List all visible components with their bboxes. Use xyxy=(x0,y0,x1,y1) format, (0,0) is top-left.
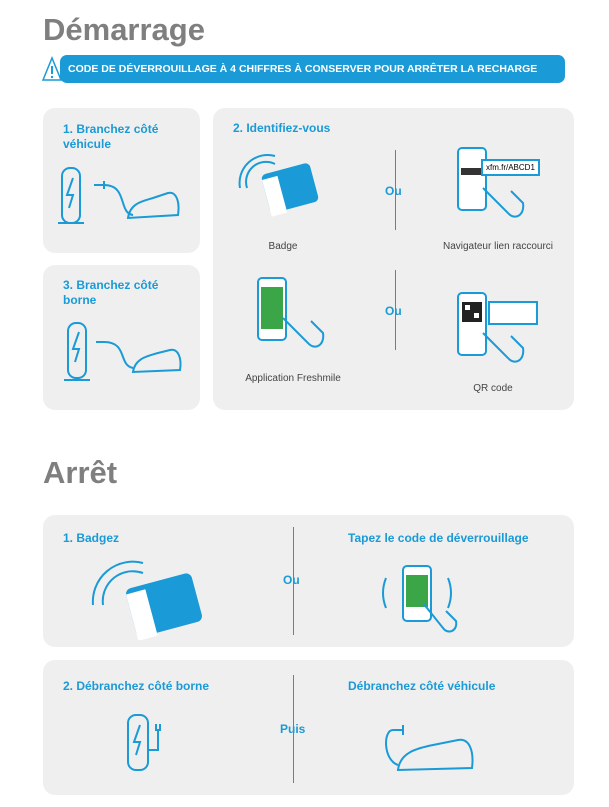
stop-step-unplug: 2. Débranchez côté borne Puis Débranchez… xyxy=(43,660,574,795)
option-browser: Navigateur lien raccourci xyxy=(442,241,554,252)
stop-title: Arrêt xyxy=(43,455,118,490)
badge-card-icon xyxy=(91,560,202,640)
keypad-code-label: Tapez le code de déverrouillage xyxy=(348,531,529,545)
step-label: 2. Débranchez côté borne xyxy=(63,679,210,693)
step-plug-vehicle: 1. Branchez côté véhicule xyxy=(43,108,200,253)
then-label: Puis xyxy=(280,722,306,736)
step-label: 2. Identifiez-vous xyxy=(233,121,331,135)
option-app: Application Freshmile xyxy=(245,373,341,384)
phone-code-icon xyxy=(382,565,458,633)
or-label: Ou xyxy=(385,304,402,318)
step-label: 1. Branchez côté véhicule xyxy=(63,122,159,151)
step-label: 3. Branchez côté borne xyxy=(63,278,159,307)
stop-step-badge: 1. Badgez Ou Tapez le code de déverrouil… xyxy=(43,515,574,647)
step-plug-station: 3. Branchez côté borne xyxy=(43,265,200,410)
start-title: Démarrage xyxy=(43,12,205,47)
option-badge: Badge xyxy=(268,241,298,252)
charger-unplug-icon xyxy=(127,714,161,771)
phone-qr-icon xyxy=(457,292,538,363)
or-label: Ou xyxy=(385,184,402,198)
step-label: 1. Badgez xyxy=(63,531,120,545)
unlock-code-banner: CODE DE DÉVERROUILLAGE À 4 CHIFFRES À CO… xyxy=(60,55,565,83)
charger-to-car-icon xyxy=(58,167,180,224)
car-to-charger-icon xyxy=(64,322,182,381)
phone-browser-icon xyxy=(457,147,525,218)
short-url: xfm.fr/ABCD1 xyxy=(481,159,540,176)
option-qr: QR code xyxy=(473,383,513,394)
phone-app-icon xyxy=(257,277,325,348)
step-identify: 2. Identifiez-vous Badge Ou xfm.fr/ABCD1… xyxy=(213,108,574,410)
badge-card-icon xyxy=(238,154,319,217)
car-unplug-icon xyxy=(385,725,474,772)
step-label: Débranchez côté véhicule xyxy=(348,679,496,693)
or-label: Ou xyxy=(283,573,300,587)
warning-icon xyxy=(42,56,62,81)
